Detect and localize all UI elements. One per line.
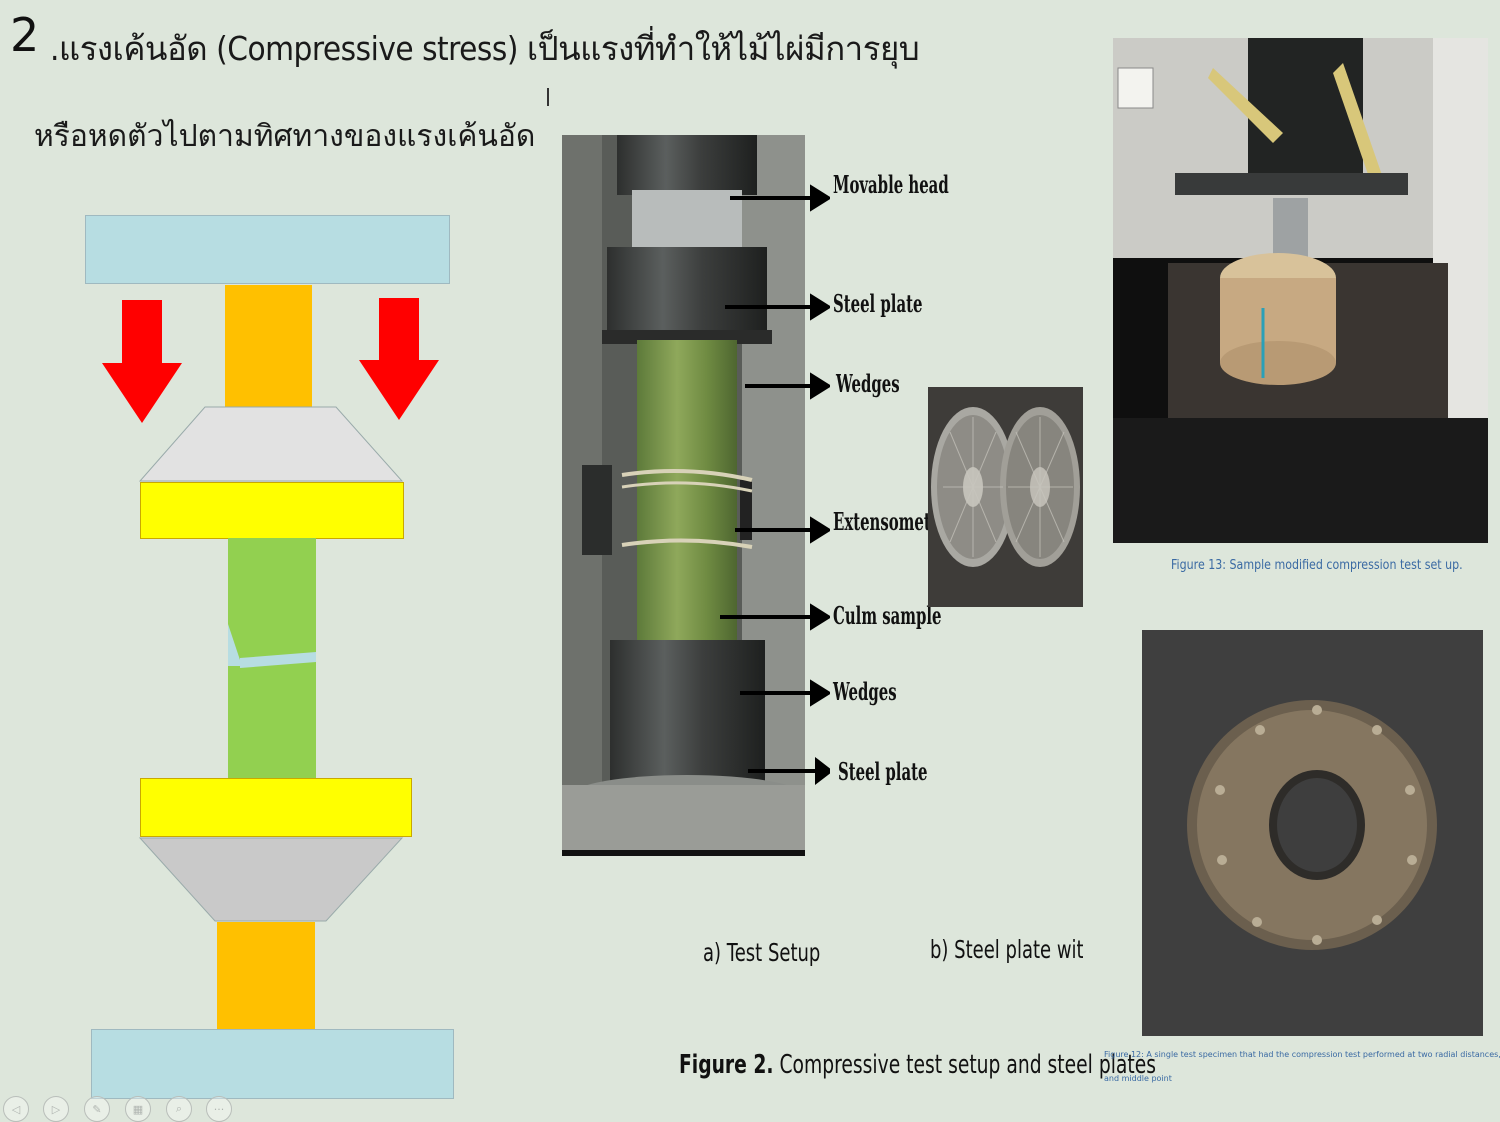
sub-caption-a: a) Test Setup [703, 938, 821, 967]
test-setup-image [562, 135, 805, 856]
callout-movable-head: Movable head [833, 170, 949, 199]
slide-number: 2 [10, 8, 40, 62]
figure-12-caption-line2: and middle point [1104, 1074, 1172, 1083]
test-setup-photo [562, 135, 805, 856]
ring-specimen-image [1142, 630, 1483, 1036]
steel-plates-photo [928, 387, 1083, 607]
modified-compression-image [1113, 38, 1488, 543]
slide-title: .แรงเค้นอัด (Compressive stress) เป็นแรง… [50, 29, 920, 68]
top-loading-head [138, 406, 404, 482]
text-cursor [547, 88, 549, 106]
play-icon: ▷ [51, 1102, 61, 1116]
see-all-slides-button[interactable]: ▦ [125, 1096, 151, 1122]
slides-icon: ▦ [132, 1102, 144, 1116]
zoom-button[interactable]: ⌕ [166, 1096, 192, 1122]
top-plate [85, 215, 450, 284]
figure-12-caption-line1: Figure 12: A single test specimen that h… [1104, 1050, 1500, 1059]
more-icon: ··· [213, 1102, 225, 1116]
sample-crack [228, 624, 316, 668]
pen-tool-button[interactable]: ✎ [84, 1096, 110, 1122]
left-down-arrow-icon [102, 300, 182, 423]
bottom-plate [91, 1029, 454, 1099]
callout-steel-plate-top: Steel plate [833, 289, 923, 318]
bottom-bearing-plate [140, 778, 412, 837]
pen-icon: ✎ [92, 1102, 102, 1116]
previous-slide-button[interactable]: ◁ [3, 1096, 29, 1122]
callout-wedges-bottom: Wedges [833, 677, 897, 706]
modified-compression-photo [1113, 38, 1488, 543]
callout-culm-sample: Culm sample [833, 601, 942, 630]
right-down-arrow-icon [359, 298, 439, 420]
figure-12-caption-clip: Figure 12: A single test specimen that h… [1104, 1050, 1500, 1094]
prev-icon: ◁ [11, 1102, 21, 1116]
figure-13-caption: Figure 13: Sample modified compression t… [1171, 558, 1463, 573]
bottom-column [217, 922, 315, 1029]
callout-wedges-top: Wedges [836, 369, 900, 398]
compression-diagram [0, 0, 540, 1117]
zoom-icon: ⌕ [175, 1102, 183, 1115]
diagram-shapes [102, 298, 439, 922]
bottom-loading-head [138, 837, 404, 922]
figure-2-text: Compressive test setup and steel plates [773, 1050, 1156, 1080]
callout-arrows [720, 184, 830, 786]
next-slide-button[interactable]: ▷ [43, 1096, 69, 1122]
top-column [225, 285, 312, 408]
steel-plates-image [928, 387, 1083, 607]
figure-2-caption: Figure 2. Compressive test setup and ste… [679, 1050, 1156, 1080]
sub-caption-b-clip: b) Steel plate with wedges [930, 935, 1083, 975]
more-options-button[interactable]: ··· [206, 1096, 232, 1122]
top-bearing-plate [140, 482, 404, 539]
ring-specimen-photo [1142, 630, 1483, 1036]
slide-subtitle: หรือหดตัวไปตามทิศทางของแรงเค้นอัด [34, 119, 536, 154]
callout-steel-plate-bottom: Steel plate [838, 757, 928, 786]
figure-2-label: Figure 2. [679, 1050, 774, 1080]
sub-caption-b: b) Steel plate with wedges [930, 935, 1083, 964]
